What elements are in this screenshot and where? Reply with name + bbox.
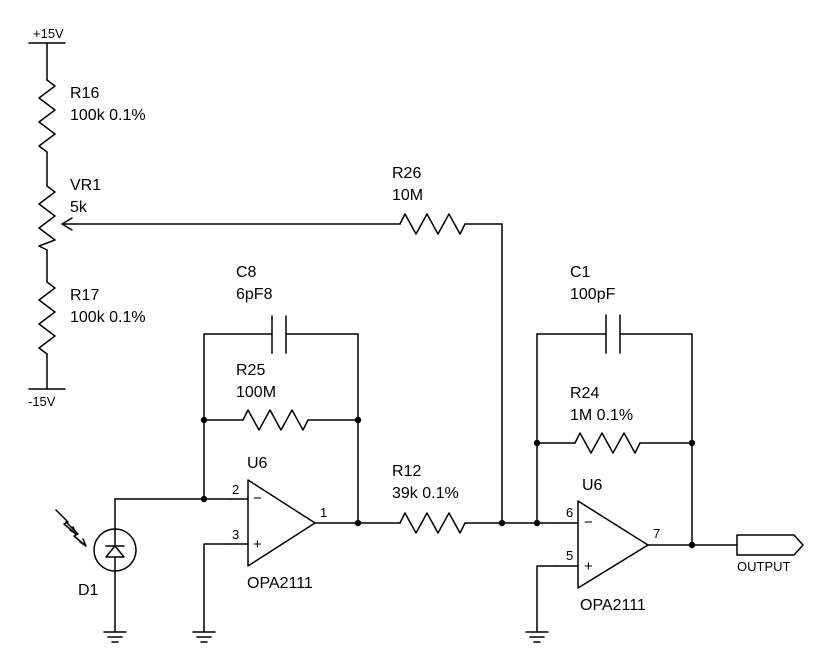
opamp-u6b: 6 5 7 − + U6 OPA2111 [525, 477, 738, 643]
c1-ref: C1 [570, 264, 591, 281]
r16-value: 100k 0.1% [70, 107, 146, 124]
output-port: OUTPUT [736, 534, 804, 574]
opamp-triangle [247, 479, 316, 567]
wire [536, 565, 556, 633]
bias-divider: +15V R16 100k 0.1% VR1 5k R17 100k 0.1% … [28, 26, 146, 409]
u6a-plus-sign: + [253, 536, 262, 553]
u6a-part: OPA2111 [247, 575, 313, 592]
u6a-pin-out: 1 [320, 505, 327, 520]
c8-ref: C8 [236, 264, 257, 281]
wiper-feedback: R26 10M [61, 165, 503, 522]
junction-dot [498, 519, 506, 527]
feedback-network-1: C8 6pF8 R25 100M [200, 264, 362, 527]
r12-ref: R12 [392, 463, 421, 480]
r25-ref: R25 [236, 362, 265, 379]
u6b-pin-inv: 6 [566, 505, 573, 520]
u6b-ref: U6 [582, 477, 603, 494]
u6b-pin-out: 7 [653, 526, 660, 541]
u6a-ref: U6 [247, 455, 268, 472]
output-label: OUTPUT [737, 559, 791, 574]
vr1-potentiometer [38, 185, 56, 251]
u6a-pin-inv: 2 [232, 482, 239, 497]
r16-resistor [38, 79, 56, 153]
c8-value: 6pF8 [236, 286, 273, 303]
junction-dot [200, 416, 208, 424]
opamp-triangle [577, 500, 649, 589]
junction-dot [200, 495, 208, 503]
output-flag-icon [736, 534, 804, 556]
r26-ref: R26 [392, 165, 421, 182]
r24-value: 1M 0.1% [570, 407, 633, 424]
junction-dot [688, 541, 696, 549]
r24-ref: R24 [570, 385, 599, 402]
junction-dot [688, 439, 696, 447]
r25-resistor [242, 409, 309, 431]
diode-triangle [105, 545, 125, 558]
u6b-part: OPA2111 [580, 597, 646, 614]
wire [203, 543, 231, 633]
u6a-minus-sign: − [253, 490, 262, 507]
photodiode-d1: D1 [55, 498, 137, 643]
r12-group: R12 39k 0.1% [357, 463, 556, 534]
positive-rail-label: +15V [33, 26, 64, 41]
light-arrow-icon [65, 521, 87, 547]
r12-value: 39k 0.1% [392, 485, 459, 502]
vr1-ref: VR1 [70, 177, 101, 194]
r17-value: 100k 0.1% [70, 309, 146, 326]
r26-value: 10M [392, 187, 423, 204]
c1-value: 100pF [570, 286, 616, 303]
u6b-minus-sign: − [584, 514, 593, 531]
junction-dot [354, 416, 362, 424]
r12-resistor [399, 512, 466, 534]
r17-resistor [38, 281, 56, 355]
negative-rail-label: -15V [28, 394, 56, 409]
u6b-plus-sign: + [584, 558, 593, 575]
r16-ref: R16 [70, 85, 99, 102]
feedback-network-2: C1 100pF R24 1M 0.1% [533, 264, 696, 549]
opamp-u6a: 2 3 1 − + U6 OPA2111 [114, 455, 359, 643]
r26-resistor [399, 213, 466, 235]
r24-resistor [574, 432, 641, 454]
r17-ref: R17 [70, 287, 99, 304]
wiper-arrow-icon [61, 217, 73, 231]
light-arrowhead [79, 538, 87, 547]
junction-dot [533, 439, 541, 447]
d1-ref: D1 [78, 582, 99, 599]
u6b-pin-noninv: 5 [566, 548, 573, 563]
u6a-pin-noninv: 3 [232, 527, 239, 542]
r25-value: 100M [236, 384, 276, 401]
vr1-value: 5k [70, 199, 88, 216]
